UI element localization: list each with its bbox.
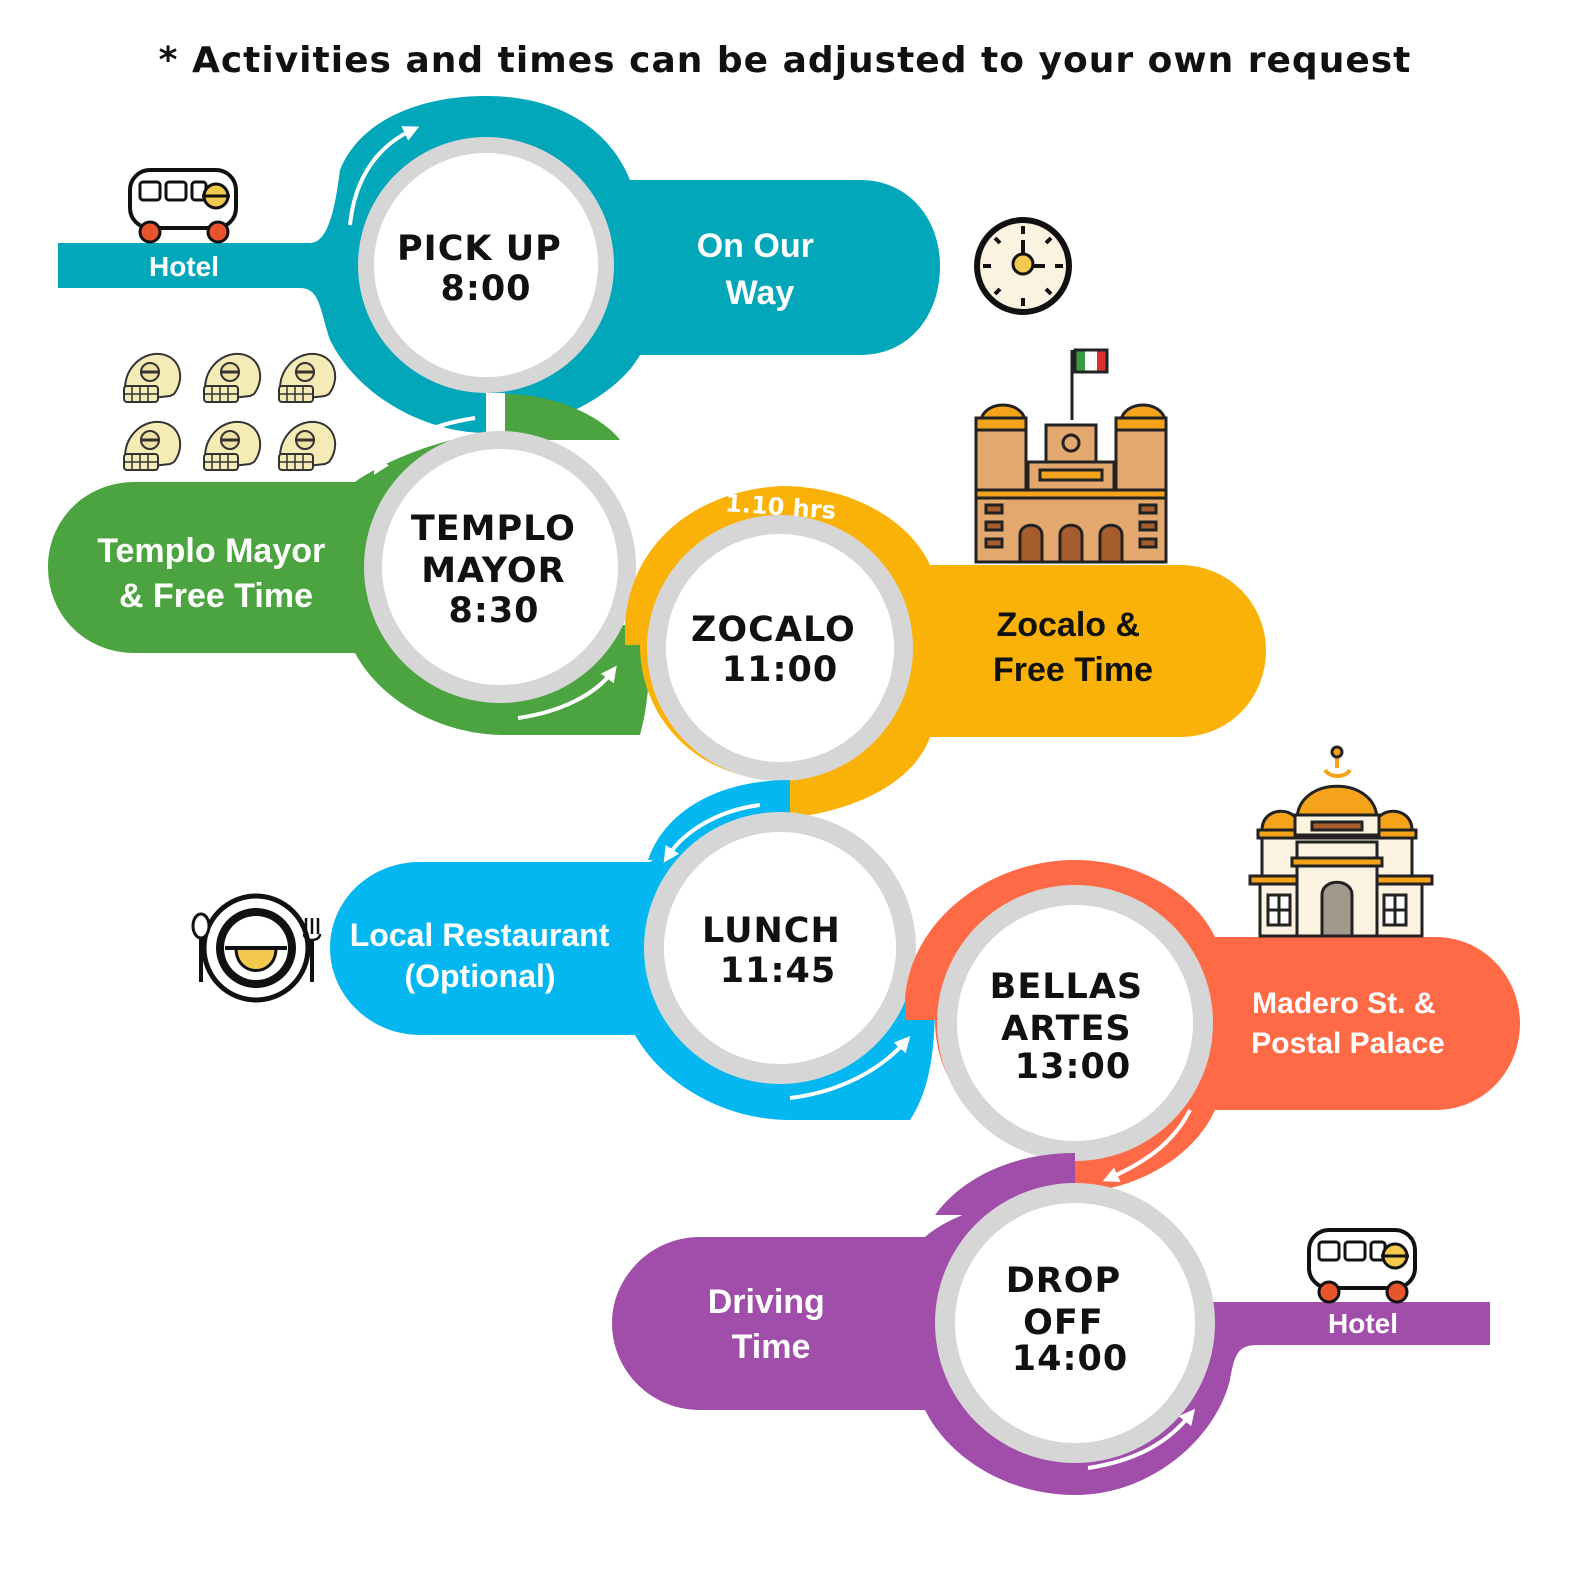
clock-icon: [974, 217, 1072, 315]
plate-icon: [191, 893, 322, 1003]
node-dropoff-line: 14:00: [1012, 1339, 1128, 1379]
skull-icon: [122, 352, 337, 472]
segment-dropoff: [612, 1153, 1490, 1495]
label-bellas-line: Madero St. &: [1252, 987, 1435, 1020]
start-hotel-label: Hotel: [149, 251, 219, 282]
segment-templo: [48, 394, 650, 735]
node-zocalo-line: 11:00: [722, 650, 838, 690]
node-dropoff-line: OFF: [1023, 1303, 1104, 1343]
node-pickup-title: PICK UP 8:00: [397, 229, 575, 309]
label-templo: Templo Mayor & Free Time: [97, 532, 334, 615]
node-bellas-line: BELLAS: [990, 967, 1144, 1007]
bus-icon: [128, 168, 238, 244]
node-bellas-line: ARTES: [1001, 1009, 1131, 1049]
node-bellas-title: BELLAS ARTES 13:00: [990, 967, 1157, 1087]
label-dropoff: Driving Time: [708, 1283, 835, 1366]
segment-bellas: [905, 860, 1520, 1193]
node-zocalo-line: ZOCALO: [691, 610, 856, 650]
bus-icon: [1307, 1228, 1417, 1304]
node-pickup-line: 8:00: [440, 269, 531, 309]
label-zocalo-line: Free Time: [993, 651, 1153, 689]
node-lunch-line: 11:45: [720, 951, 836, 991]
node-templo-line: TEMPLO: [411, 509, 576, 549]
node-templo-line: 8:30: [448, 591, 539, 631]
segment-zocalo: [625, 486, 1266, 818]
label-lunch-line: (Optional): [404, 958, 555, 994]
label-lunch-line: Local Restaurant: [350, 917, 610, 953]
node-dropoff-line: DROP: [1006, 1261, 1121, 1301]
label-bellas: Madero St. & Postal Palace: [1251, 987, 1444, 1060]
segment-lunch: [330, 780, 935, 1120]
palace-icon: [1248, 745, 1434, 938]
cathedral-icon: [974, 348, 1168, 564]
node-bellas-line: 13:00: [1015, 1047, 1131, 1087]
label-pickup-line: Way: [726, 274, 795, 312]
node-lunch-title: LUNCH 11:45: [702, 911, 854, 991]
label-templo-line: & Free Time: [119, 577, 313, 615]
node-dropoff-title: DROP OFF 14:00: [1006, 1261, 1135, 1379]
label-bellas-line: Postal Palace: [1251, 1027, 1444, 1060]
end-hotel-label: Hotel: [1328, 1308, 1398, 1339]
node-templo-title: TEMPLO MAYOR 8:30: [411, 509, 589, 631]
node-pickup-line: PICK UP: [397, 229, 562, 269]
label-templo-line: Templo Mayor: [97, 532, 325, 570]
label-pickup: On Our Way: [697, 227, 824, 312]
label-dropoff-line: Time: [732, 1328, 811, 1366]
label-zocalo-line: Zocalo &: [996, 606, 1140, 644]
label-dropoff-line: Driving: [708, 1283, 825, 1321]
segment-pickup: [58, 96, 940, 433]
label-lunch: Local Restaurant (Optional): [350, 917, 619, 994]
label-pickup-line: On Our: [697, 227, 814, 265]
node-lunch-line: LUNCH: [702, 911, 841, 951]
header-note: * Activities and times can be adjusted t…: [159, 40, 1412, 81]
label-zocalo: Zocalo & Free Time: [993, 606, 1153, 689]
node-templo-line: MAYOR: [421, 551, 565, 591]
node-zocalo-title: ZOCALO 11:00: [691, 610, 869, 690]
